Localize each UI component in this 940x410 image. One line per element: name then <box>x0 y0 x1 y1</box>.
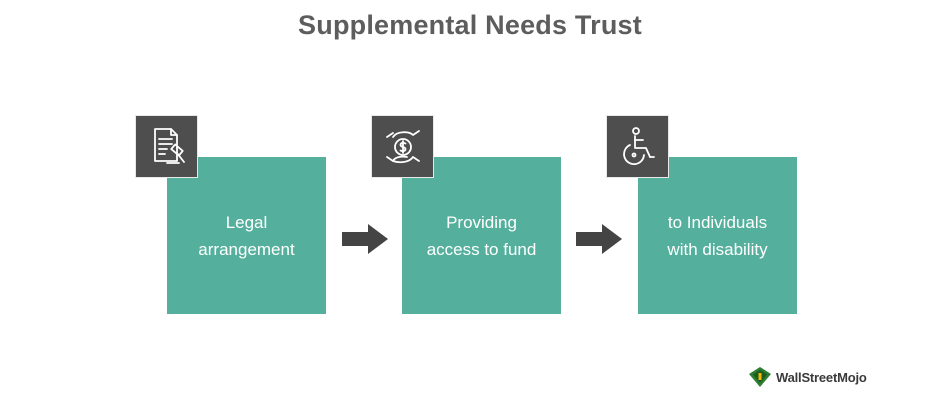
step-label: to Individuals with disability <box>667 212 768 259</box>
wheelchair-icon <box>606 115 669 178</box>
legal-document-gavel-icon <box>135 115 198 178</box>
hand-money-icon <box>371 115 434 178</box>
logo-text: WallStreetMojo <box>776 369 867 385</box>
step-box-legal-arrangement: Legal arrangement <box>167 157 326 314</box>
arrow-right-icon <box>342 224 388 254</box>
arrow-right-icon <box>576 224 622 254</box>
step-box-individuals-disability: to Individuals with disability <box>638 157 797 314</box>
diagram-title: Supplemental Needs Trust <box>298 10 642 40</box>
step-label: Legal arrangement <box>198 212 295 259</box>
wallstreetmojo-logo-icon <box>749 367 771 387</box>
step-box-providing-access: Providing access to fund <box>402 157 561 314</box>
wallstreetmojo-logo: WallStreetMojo <box>748 366 867 388</box>
step-label: Providing access to fund <box>426 212 537 259</box>
